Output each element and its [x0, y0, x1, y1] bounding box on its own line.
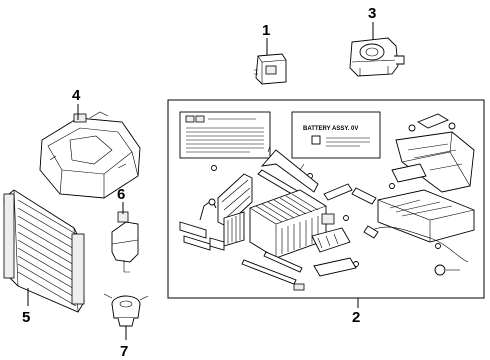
- part-2-battery-group[interactable]: BATTERY ASSY. 0V: [167, 99, 485, 299]
- wire-lead-terminal: [208, 198, 216, 206]
- plug: [434, 264, 460, 276]
- part-4-inverter[interactable]: [39, 111, 141, 199]
- terminal-block: [311, 213, 351, 253]
- bracket: [217, 173, 253, 227]
- part-7-pump[interactable]: [103, 293, 149, 327]
- callout-2: 2: [352, 309, 360, 326]
- callout-3: 3: [368, 5, 376, 22]
- part-6-reservoir[interactable]: [111, 211, 139, 273]
- callout-4: 4: [72, 87, 81, 104]
- battery-module: [249, 189, 327, 259]
- part-5-radiator[interactable]: [3, 189, 85, 313]
- warning-label: [179, 111, 271, 159]
- callout-5: 5: [22, 309, 30, 326]
- battery-cover: [395, 131, 475, 193]
- small-pad: [416, 113, 450, 129]
- cell-holders: [179, 211, 245, 251]
- callout-1: 1: [262, 22, 270, 39]
- battery-assy-label: BATTERY ASSY. 0V: [291, 111, 381, 159]
- battery-assembly-frame: [167, 99, 485, 299]
- callout-6: 6: [117, 186, 125, 203]
- battery-tray: [377, 189, 475, 243]
- part-1-sensor[interactable]: [254, 53, 287, 85]
- callout-7: 7: [120, 343, 128, 360]
- cable: [371, 226, 469, 263]
- cable-connector: [363, 225, 379, 239]
- bottom-bracket: [313, 257, 357, 277]
- part-3-relay[interactable]: [349, 37, 405, 77]
- junction-block: [391, 163, 427, 183]
- battery-assy-label-text: BATTERY ASSY. 0V: [303, 126, 358, 132]
- rods: [241, 251, 305, 291]
